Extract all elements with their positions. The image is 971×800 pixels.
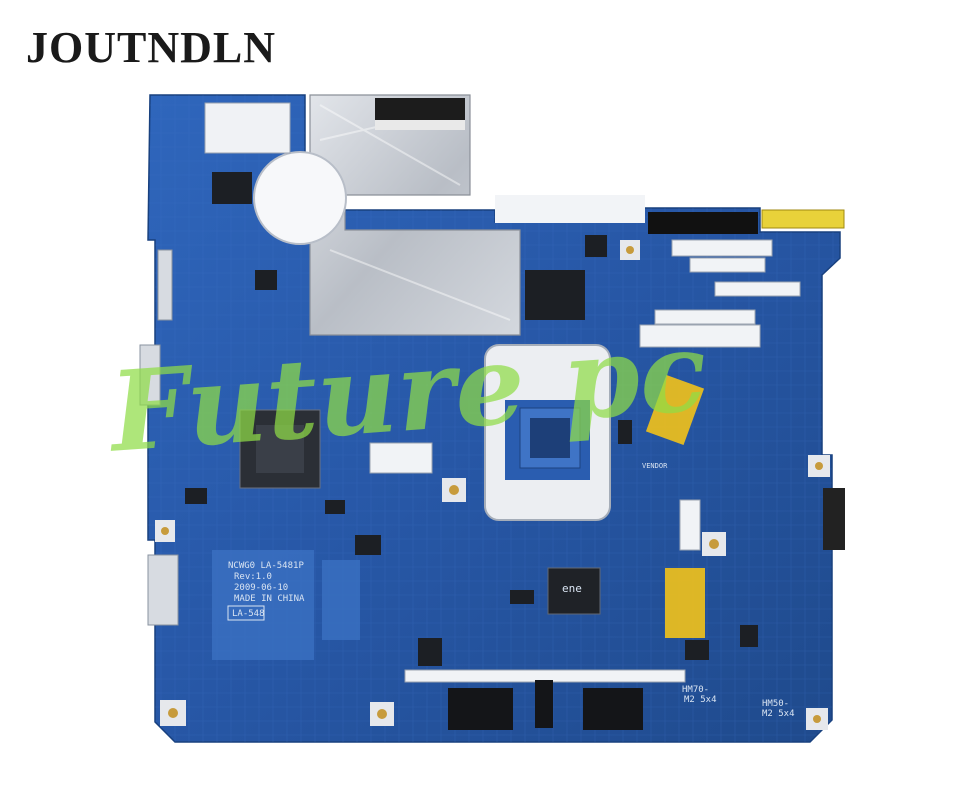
label-area <box>212 550 314 660</box>
board-origin: MADE IN CHINA <box>234 594 305 604</box>
brand-name: JOUTNDLN <box>26 23 277 72</box>
ribbon-connectors <box>369 239 801 683</box>
ribbon-connector <box>375 98 465 120</box>
smd-components <box>185 172 758 666</box>
top-edge-cutout <box>495 195 645 223</box>
m2-right-mark: M2 5x4 <box>762 709 795 719</box>
silkscreen-text: NCWG0 LA-5481P Rev:1.0 2009-06-10 MADE I… <box>227 462 795 719</box>
ene-controller: ene <box>547 567 601 615</box>
vendor-label: VENDOR <box>642 462 668 470</box>
dc-jack-bracket <box>204 102 291 154</box>
bottom-connectors <box>448 680 643 730</box>
board-revision: Rev:1.0 <box>234 572 272 582</box>
left-io-ports <box>139 249 179 626</box>
black-connector <box>648 212 758 234</box>
board-label: LA-548 <box>232 609 265 619</box>
sata-connector <box>823 488 845 550</box>
hm50-mark: HM50- <box>762 699 789 709</box>
yellow-tape <box>645 374 705 638</box>
hm70-mark: HM70- <box>682 685 709 695</box>
board-date: 2009-06-10 <box>234 583 288 593</box>
screw-holes <box>155 240 830 730</box>
metal-shield <box>309 94 521 336</box>
chipset <box>239 409 321 489</box>
board-model: NCWG0 LA-5481P <box>228 561 304 571</box>
chip-logo: ene <box>562 582 582 595</box>
cmos-battery <box>253 151 347 245</box>
label-area-right <box>322 560 360 640</box>
cpu-socket-frame <box>484 344 611 521</box>
m2-left-mark: M2 5x4 <box>684 695 717 705</box>
yellow-connector <box>761 209 845 229</box>
